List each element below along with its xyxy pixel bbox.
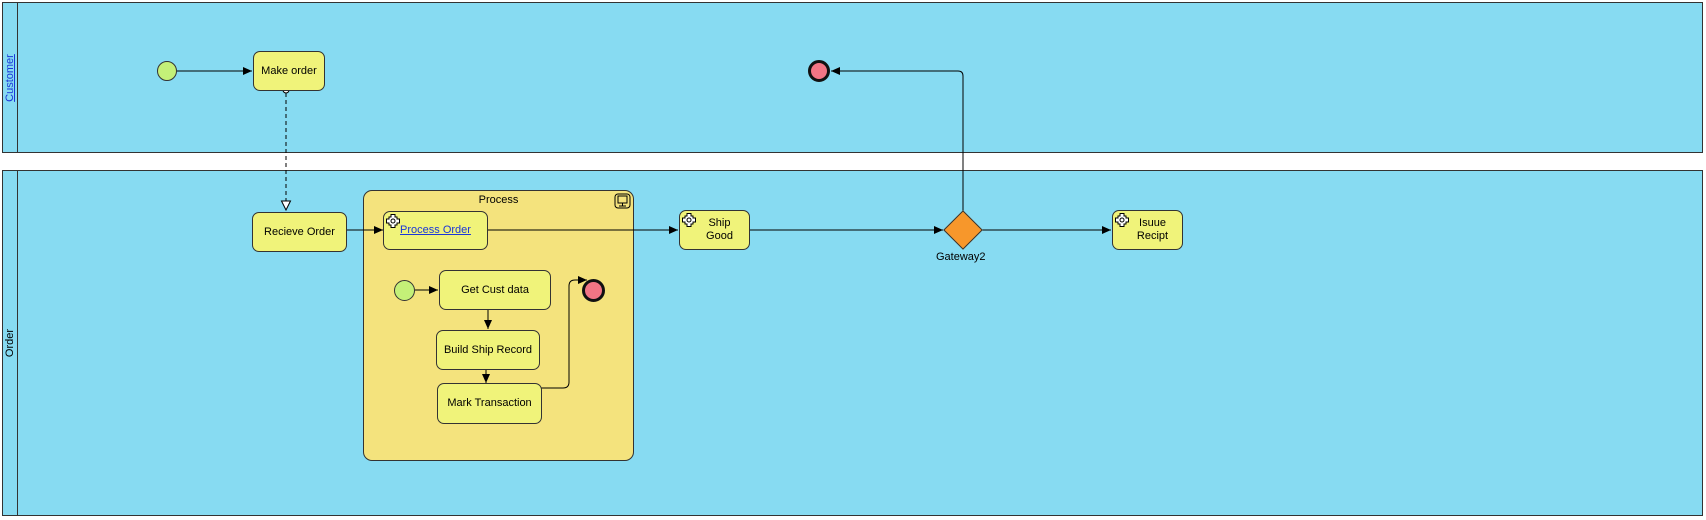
- customer-start-event[interactable]: [157, 61, 177, 81]
- build-ship-record-label: Build Ship Record: [443, 343, 533, 356]
- ship-good-line2: Good: [706, 230, 733, 242]
- mark-transaction-label: Mark Transaction: [447, 397, 532, 409]
- mark-transaction-task[interactable]: Mark Transaction: [437, 383, 542, 424]
- ship-good-line1: Ship: [708, 217, 731, 229]
- customer-pool-header: Customer: [3, 3, 18, 152]
- subprocess-end-event[interactable]: [582, 279, 605, 302]
- issue-recipt-task[interactable]: Isuue Recipt: [1112, 210, 1183, 250]
- build-ship-record-task[interactable]: Build Ship Record: [436, 330, 540, 370]
- issue-recipt-line1: Isuue: [1139, 217, 1166, 229]
- ship-good-label: Ship Good: [692, 217, 737, 243]
- subprocess-start-event[interactable]: [394, 280, 415, 301]
- gear-icon: [1115, 213, 1129, 227]
- make-order-label: Make order: [261, 64, 317, 77]
- get-cust-data-label: Get Cust data: [461, 283, 529, 296]
- order-pool-header: Order: [3, 171, 18, 515]
- customer-pool-label[interactable]: Customer: [4, 53, 16, 102]
- subprocess-title: Process: [478, 194, 519, 206]
- recieve-order-label: Recieve Order: [264, 225, 335, 238]
- order-pool-label: Order: [4, 328, 16, 358]
- gateway2-label: Gateway2: [936, 251, 986, 263]
- issue-recipt-line2: Recipt: [1136, 230, 1169, 242]
- process-order-task[interactable]: Process Order: [383, 211, 488, 250]
- process-order-link[interactable]: Process Order: [400, 224, 471, 236]
- ship-good-task[interactable]: Ship Good: [679, 210, 750, 250]
- get-cust-data-task[interactable]: Get Cust data: [439, 270, 551, 310]
- gear-icon: [682, 213, 696, 227]
- customer-end-event[interactable]: [808, 60, 830, 82]
- recieve-order-task[interactable]: Recieve Order: [252, 212, 347, 252]
- gear-icon: [386, 214, 400, 228]
- make-order-task[interactable]: Make order: [253, 51, 325, 91]
- issue-recipt-label: Isuue Recipt: [1123, 217, 1172, 243]
- subprocess-marker-icon: [614, 193, 631, 209]
